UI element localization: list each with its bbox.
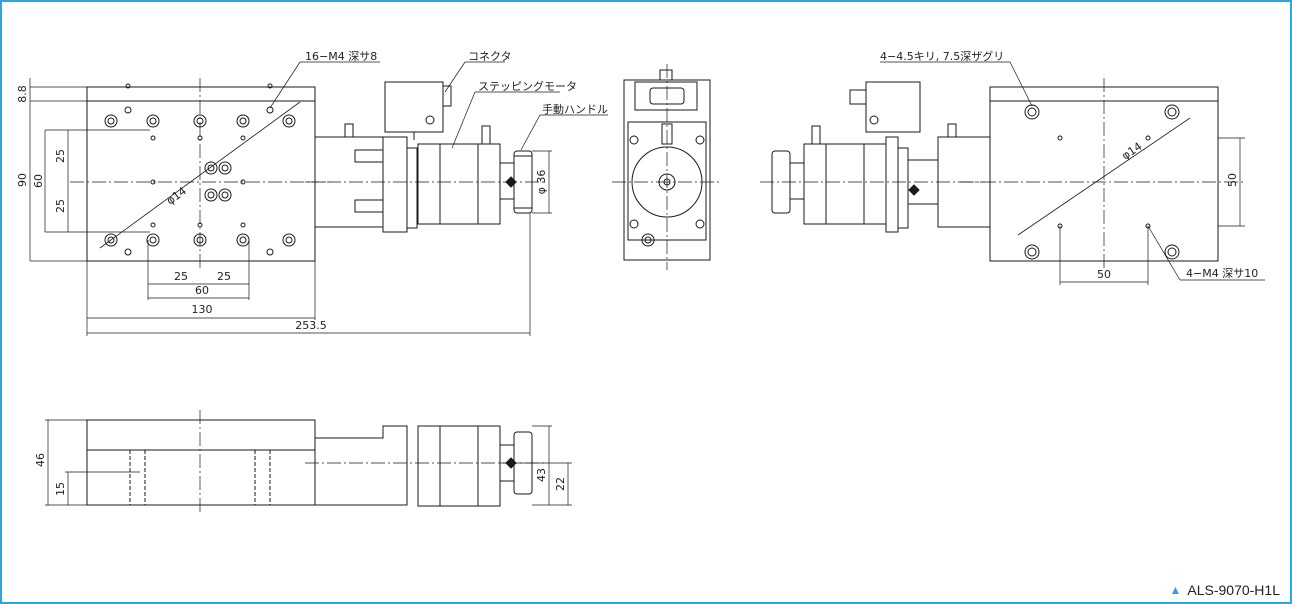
label-tap-top: 16−M4 深サ8 [305, 50, 377, 63]
dim-phi14-b: φ14 [1119, 140, 1144, 163]
dim-25-a: 25 [54, 149, 67, 163]
dim-43: 43 [535, 468, 548, 482]
dim-8-8: 8.8 [16, 85, 29, 103]
triangle-icon: ▲ [1169, 583, 1182, 597]
top-view [70, 78, 545, 270]
dim-50-v: 50 [1226, 173, 1239, 187]
dim-25-b: 25 [54, 199, 67, 213]
dim-46: 46 [34, 453, 47, 467]
dim-25-d: 25 [217, 270, 231, 283]
dim-phi36: φ 36 [535, 170, 548, 195]
dim-50-h: 50 [1097, 268, 1111, 281]
dim-90: 90 [16, 173, 29, 187]
label-counterbore: 4−4.5キリ, 7.5深ザグリ [880, 49, 1004, 63]
side-view [86, 410, 545, 512]
holes-top [104, 83, 296, 256]
dim-15: 15 [54, 482, 67, 496]
label-handle: 手動ハンドル [542, 102, 608, 116]
bottom-view [760, 78, 1245, 270]
dim-130: 130 [192, 303, 213, 316]
model-caption: ▲ ALS-9070-H1L [1169, 582, 1280, 598]
label-connector: コネクタ [468, 50, 512, 63]
label-motor: ステッピングモータ [478, 79, 577, 93]
top-view-dims [29, 61, 608, 336]
side-view-dims [45, 419, 572, 506]
end-view [612, 64, 722, 270]
dim-253-5: 253.5 [295, 319, 327, 332]
dim-25-c: 25 [174, 270, 188, 283]
text-layer: 16−M4 深サ8 コネクタ ステッピングモータ 手動ハンドル 4−4.5キリ,… [16, 49, 1258, 496]
model-name: ALS-9070-H1L [1187, 582, 1280, 598]
dim-60-v: 60 [32, 174, 45, 188]
dim-phi14-a: φ14 [164, 184, 189, 207]
label-tap-bottom: 4−M4 深サ10 [1186, 267, 1258, 280]
dim-60-h: 60 [195, 284, 209, 297]
dim-22: 22 [554, 477, 567, 491]
bottom-view-dims [880, 61, 1265, 285]
